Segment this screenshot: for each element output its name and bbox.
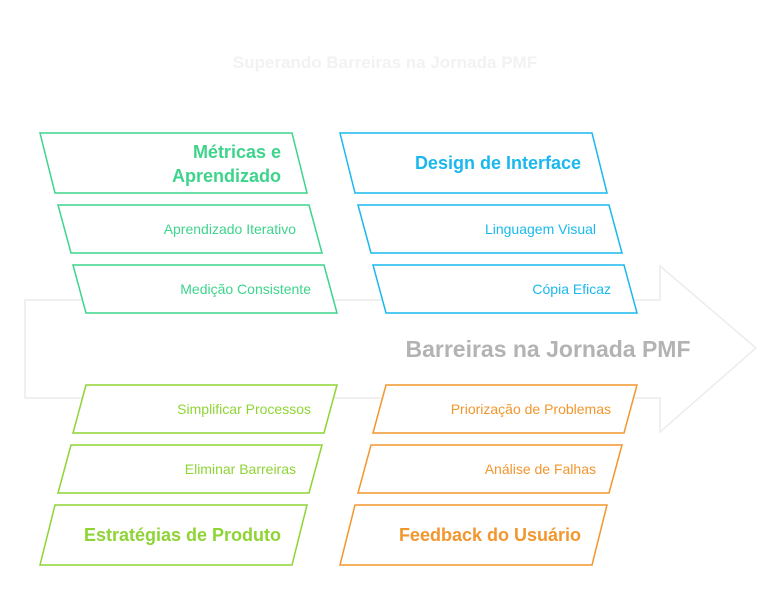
category-design-interface: Design de Interface	[339, 132, 608, 194]
category-box	[39, 504, 308, 566]
sub-item-medicao-consistente: Medição Consistente	[72, 264, 338, 314]
sub-item-box	[372, 384, 638, 434]
sub-item-box	[357, 444, 623, 494]
sub-item-copia-eficaz: Cópia Eficaz	[372, 264, 638, 314]
sub-item-box	[357, 204, 623, 254]
sub-item-label: Medição Consistente	[180, 281, 311, 297]
category-box	[339, 132, 608, 194]
sub-item-priorizacao-problemas: Priorização de Problemas	[372, 384, 638, 434]
sub-item-box	[57, 204, 323, 254]
spine-label: Barreiras na Jornada PMF	[405, 336, 690, 362]
category-title: Feedback do Usuário	[399, 525, 581, 545]
sub-item-label: Eliminar Barreiras	[185, 461, 296, 477]
sub-item-label: Aprendizado Iterativo	[164, 221, 297, 237]
sub-item-aprendizado-iterativo: Aprendizado Iterativo	[57, 204, 323, 254]
sub-item-box	[72, 264, 338, 314]
sub-item-label: Simplificar Processos	[177, 401, 311, 417]
category-estrategias-produto: Estratégias de Produto	[39, 504, 308, 566]
sub-item-label: Análise de Falhas	[485, 461, 596, 477]
category-box	[39, 132, 308, 194]
diagram-title: Superando Barreiras na Jornada PMF	[233, 53, 537, 72]
sub-item-label: Linguagem Visual	[485, 221, 596, 237]
category-box	[339, 504, 608, 566]
sub-item-simplificar-processos: Simplificar Processos	[72, 384, 338, 434]
sub-item-eliminar-barreiras: Eliminar Barreiras	[57, 444, 323, 494]
sub-item-label: Cópia Eficaz	[532, 281, 611, 297]
sub-item-linguagem-visual: Linguagem Visual	[357, 204, 623, 254]
category-title-line-1: Métricas e	[193, 142, 281, 162]
category-metricas-aprendizado: Métricas e Aprendizado	[39, 132, 308, 194]
sub-item-label: Priorização de Problemas	[451, 401, 611, 417]
category-title: Design de Interface	[415, 153, 581, 173]
sub-item-analise-falhas: Análise de Falhas	[357, 444, 623, 494]
category-feedback-usuario: Feedback do Usuário	[339, 504, 608, 566]
category-title: Estratégias de Produto	[84, 525, 281, 545]
sub-item-box	[57, 444, 323, 494]
sub-item-box	[72, 384, 338, 434]
sub-item-box	[372, 264, 638, 314]
category-title-line-2: Aprendizado	[172, 166, 281, 186]
